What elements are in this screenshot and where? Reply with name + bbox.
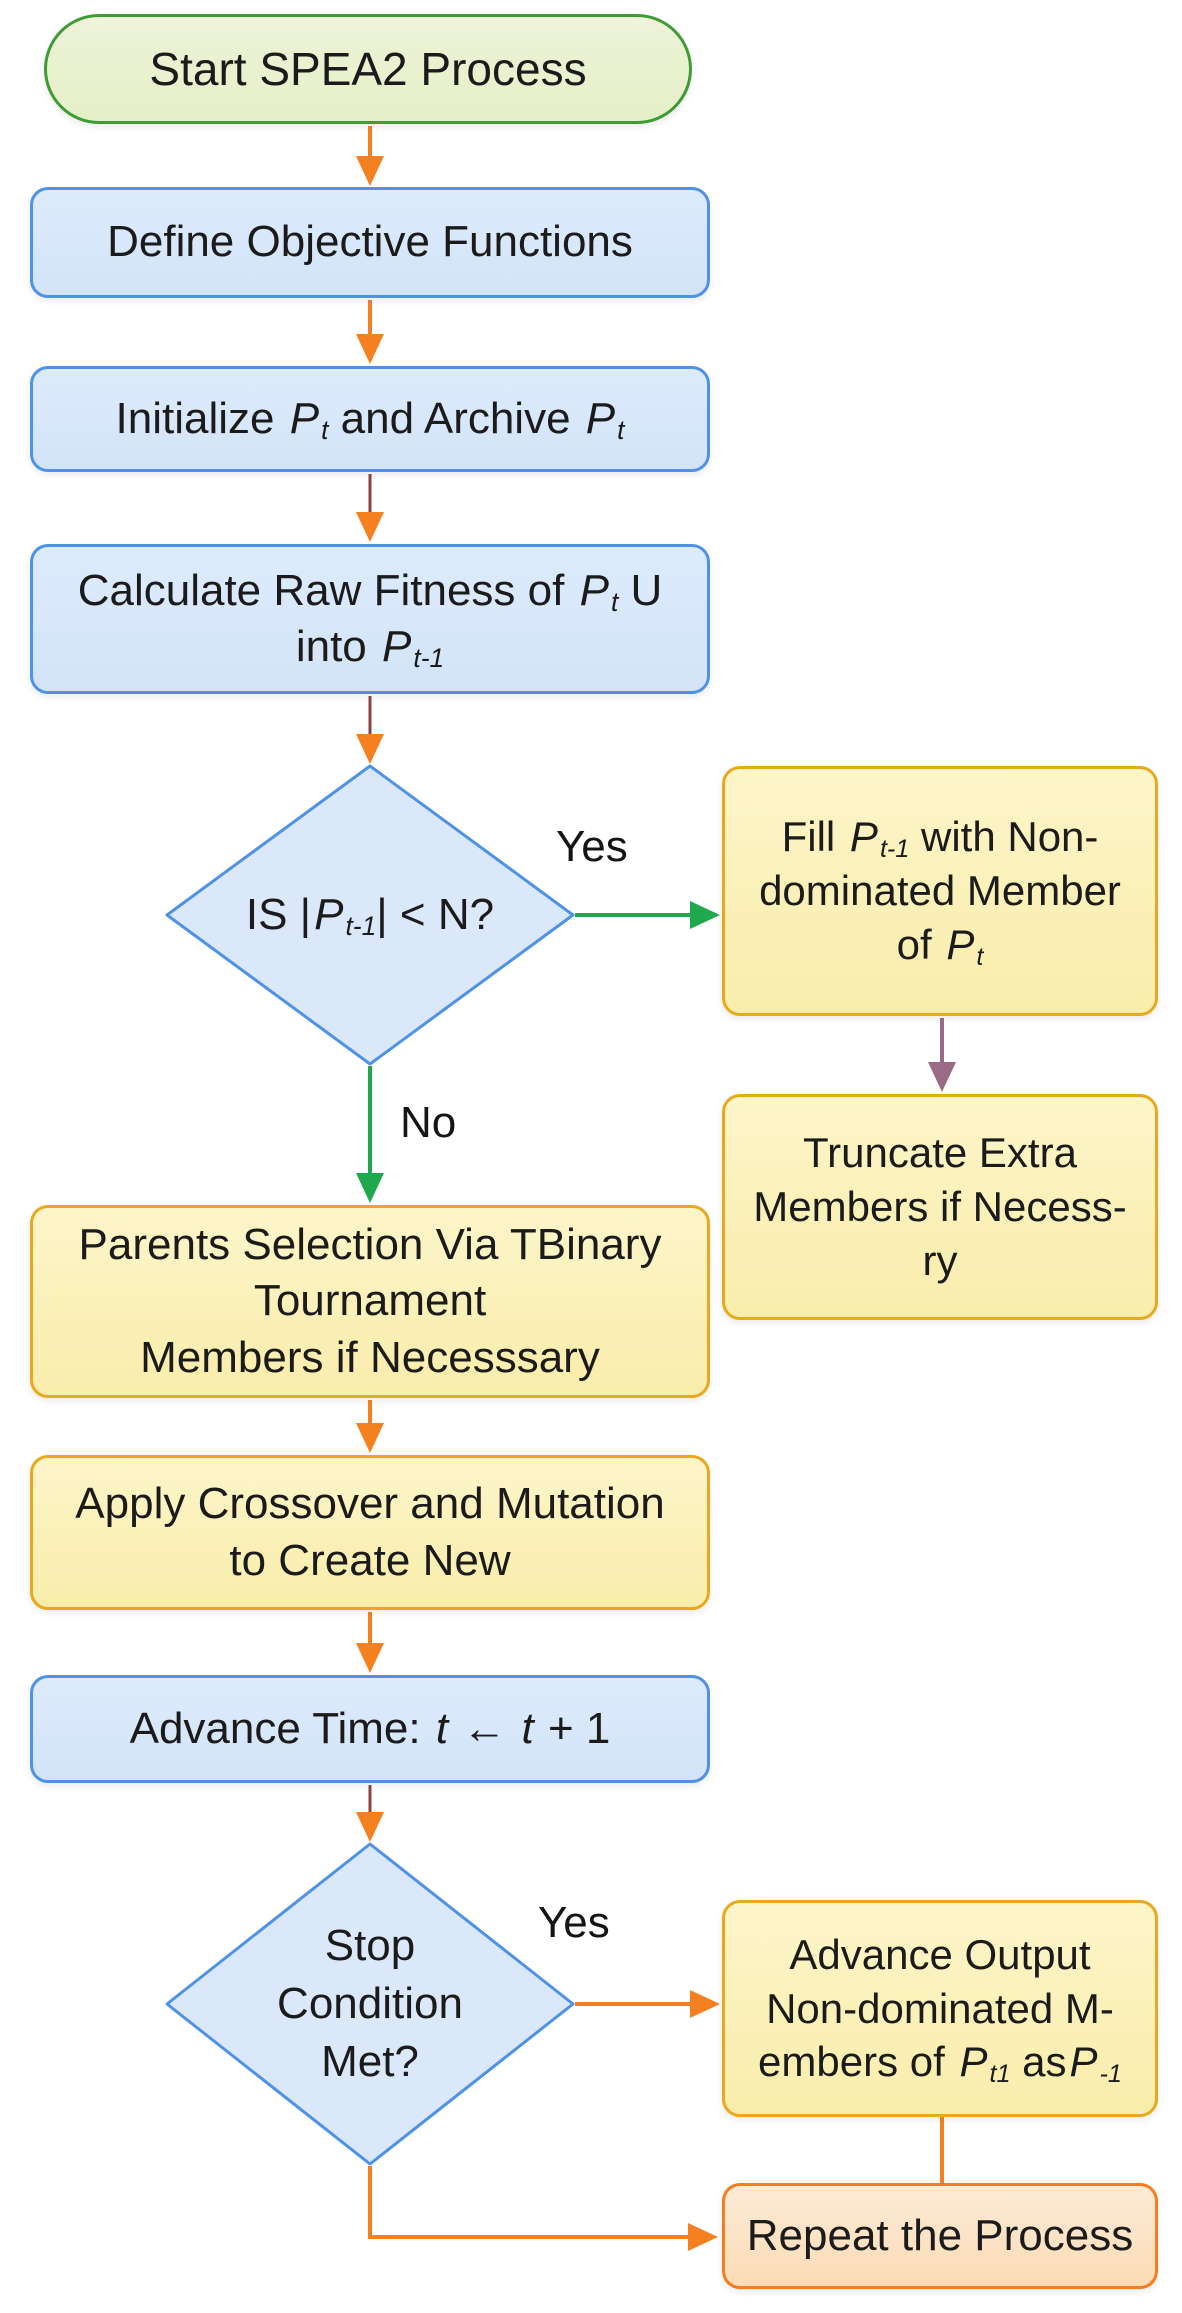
node-calculate-raw-fitness: Calculate Raw Fitness of Pt U into Pt-1 — [30, 544, 710, 694]
node-output-nondominated: Advance Output Non-dominated M- embers o… — [722, 1900, 1158, 2117]
decision-label-stop-condition: Stop Condition Met? — [250, 1878, 490, 2130]
node-fill-archive: Fill Pt-1 with Non- dominated Member of … — [722, 766, 1158, 1016]
node-line: to Create New — [229, 1535, 511, 1585]
node-line: Parents Selection Via TBinary — [78, 1220, 662, 1270]
arrow-advtime-to-decision2-head — [356, 1812, 384, 1842]
node-line: Truncate Extra — [803, 1129, 1077, 1177]
node-line: Initialize Pt and Archive Pt — [115, 393, 625, 446]
node-line: IS |Pt-1| < N? — [245, 889, 495, 942]
node-advance-time: Advance Time: t ← t + 1 — [30, 1675, 710, 1783]
node-line: Stop — [324, 1920, 416, 1970]
arrow-yes-to-output-head — [690, 1990, 720, 2018]
arrow-calc-to-decision1-head — [356, 734, 384, 764]
node-repeat-process: Repeat the Process — [722, 2183, 1158, 2289]
arrow-decision2-to-repeat — [368, 2166, 694, 2239]
node-line: Condition — [277, 1978, 463, 2028]
arrow-start-to-define-head — [356, 156, 384, 186]
node-line: dominated Member — [759, 867, 1121, 915]
node-crossover-mutation: Apply Crossover and Mutation to Create N… — [30, 1455, 710, 1610]
node-parents-selection: Parents Selection Via TBinary Tournament… — [30, 1205, 710, 1398]
node-line: into Pt-1 — [295, 622, 445, 674]
node-line: Repeat the Process — [746, 2210, 1134, 2260]
node-line: embers of Pt1 asP-1 — [758, 2038, 1122, 2089]
arrow-init-to-calc-head — [356, 512, 384, 542]
arrow-parents-to-apply-head — [356, 1423, 384, 1453]
node-line: Start SPEA2 Process — [149, 42, 587, 95]
decision-label-archive-size: IS |Pt-1| < N? — [200, 860, 540, 970]
node-line: Advance Time: t ← t + 1 — [129, 1703, 611, 1753]
node-start: Start SPEA2 Process — [44, 14, 692, 124]
arrow-apply-to-advtime-head — [356, 1643, 384, 1673]
decision-diamond-stop-condition — [165, 1842, 575, 2166]
node-line: Apply Crossover and Mutation — [75, 1479, 665, 1529]
node-define-objectives: Define Objective Functions — [30, 187, 710, 298]
node-line: Define Objective Functions — [107, 217, 633, 267]
node-line: ry — [922, 1236, 958, 1284]
decision-diamond-archive-size — [165, 764, 575, 1066]
node-line: of Pt — [896, 920, 984, 971]
edge-label-yes-2: Yes — [538, 1898, 610, 1947]
node-line: Advance Output — [789, 1930, 1091, 1978]
edge-label-no-1: No — [400, 1098, 457, 1147]
node-line: Tournament — [253, 1276, 487, 1326]
arrow-decision2-to-repeat-head — [688, 2223, 718, 2251]
node-initialize-population: Initialize Pt and Archive Pt — [30, 366, 710, 472]
node-line: Members if Necess- — [753, 1183, 1127, 1231]
arrow-define-to-init-head — [356, 334, 384, 364]
arrow-no-to-parents-head — [356, 1173, 384, 1203]
node-line: Non-dominated M- — [766, 1984, 1114, 2032]
node-line: Fill Pt-1 with Non- — [781, 813, 1099, 864]
node-line: Members if Necesssary — [140, 1332, 600, 1382]
node-truncate-members: Truncate Extra Members if Necess- ry — [722, 1094, 1158, 1320]
arrow-yes-to-fill-head — [690, 901, 720, 929]
arrow-fill-to-truncate-head — [928, 1062, 956, 1092]
node-line: Met? — [321, 2037, 419, 2087]
edge-label-yes-1: Yes — [556, 822, 628, 871]
node-line: Calculate Raw Fitness of Pt U — [77, 565, 663, 618]
